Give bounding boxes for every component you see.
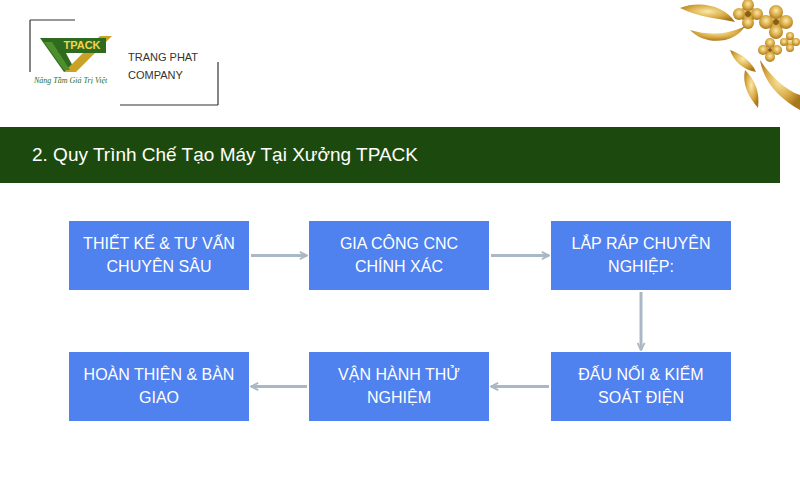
process-box: THIẾT KẾ & TƯ VẤN CHUYÊN SÂU xyxy=(69,221,249,290)
flow-arrow xyxy=(251,254,307,257)
title-text: 2. Quy Trình Chế Tạo Máy Tại Xưởng TPACK xyxy=(32,127,418,183)
flow-arrow xyxy=(491,254,549,257)
process-box: VẬN HÀNH THỬ NGHIỆM xyxy=(309,352,489,421)
step-text: GIA CÔNG CNC CHÍNH XÁC xyxy=(317,233,481,278)
step-text: HOÀN THIỆN & BÀN GIAO xyxy=(77,364,241,409)
flow-arrow xyxy=(640,292,643,350)
logo-tagline: Nâng Tầm Giá Trị Việt xyxy=(34,76,124,86)
process-box: GIA CÔNG CNC CHÍNH XÁC xyxy=(309,221,489,290)
frame-line xyxy=(30,19,75,20)
logo-text: TPACK xyxy=(60,38,104,53)
flow-arrow xyxy=(491,385,549,388)
company-name: TRANG PHAT COMPANY xyxy=(128,49,224,84)
step-text: ĐẤU NỐI & KIỂM SOÁT ĐIỆN xyxy=(559,364,723,409)
frame-line xyxy=(217,62,218,105)
step-text: THIẾT KẾ & TƯ VẤN CHUYÊN SÂU xyxy=(77,233,241,278)
frame-line xyxy=(29,20,30,72)
step-text: LẮP RÁP CHUYÊN NGHIỆP: xyxy=(559,233,723,278)
process-box: HOÀN THIỆN & BÀN GIAO xyxy=(69,352,249,421)
flow-arrow xyxy=(251,385,307,388)
process-box: LẮP RÁP CHUYÊN NGHIỆP: xyxy=(551,221,731,290)
flower-ornament xyxy=(680,0,800,110)
frame-line xyxy=(120,104,218,105)
process-box: ĐẤU NỐI & KIỂM SOÁT ĐIỆN xyxy=(551,352,731,421)
logo-mark xyxy=(40,36,112,72)
title-band xyxy=(0,127,780,183)
step-text: VẬN HÀNH THỬ NGHIỆM xyxy=(317,364,481,409)
